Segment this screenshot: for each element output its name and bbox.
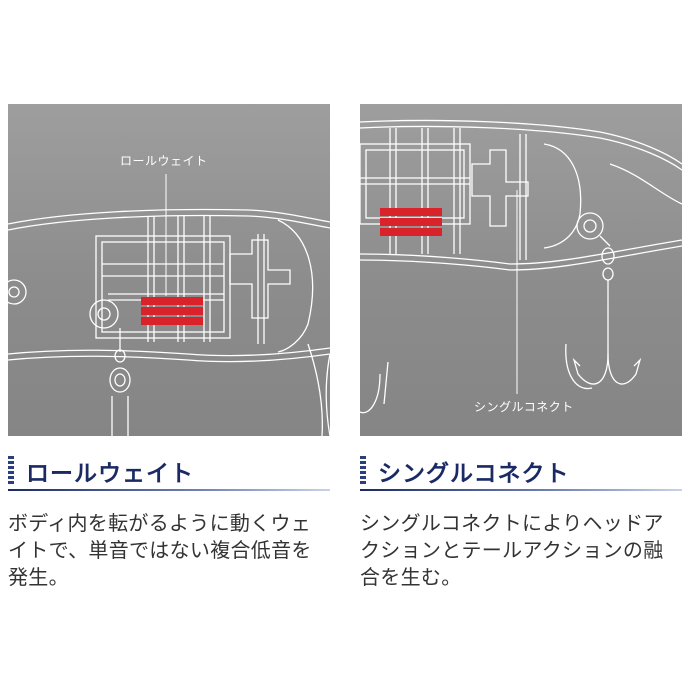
roll-weight-highlight [141, 297, 203, 325]
lure-schematic-left [8, 174, 330, 436]
heading-underline [8, 489, 330, 491]
roll-weight-title: ロールウェイト [26, 461, 194, 487]
single-connect-description: シングルコネクトによりヘッドアクションとテールアクションの融合を生む。 [360, 511, 664, 589]
roll-weight-heading: ロールウェイト [8, 454, 194, 488]
heading-underline [360, 489, 682, 491]
heading-accent-bar [8, 456, 14, 486]
roll-weight-diagram: ロールウェイト [8, 104, 330, 436]
single-connect-heading: シングルコネクト [360, 454, 570, 488]
single-connect-highlight [380, 208, 442, 236]
single-connect-callout: シングルコネクト [474, 400, 574, 414]
roll-weight-callout: ロールウェイト [120, 154, 208, 168]
single-connect-diagram: シングルコネクト [360, 104, 682, 436]
lure-schematic-right [360, 119, 682, 414]
heading-accent-bar [360, 456, 366, 486]
single-connect-title: シングルコネクト [378, 461, 570, 487]
roll-weight-description: ボディ内を転がるように動くウェイトで、単音ではない複合低音を発生。 [8, 511, 312, 589]
